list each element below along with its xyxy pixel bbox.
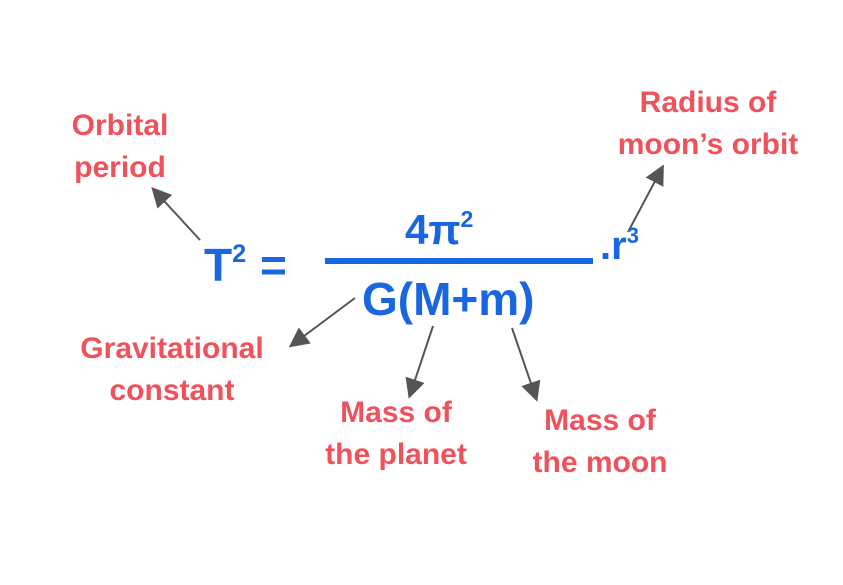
label-line: constant [109,374,235,407]
label-line: period [74,151,166,184]
arrow-grav-constant [288,297,356,348]
fraction-bar [325,258,593,264]
exponent: 3 [626,222,639,248]
label-orbital-period: Orbital period [72,105,169,189]
label-radius: Radius of moon’s orbit [618,82,799,166]
label-line: Mass of [544,404,656,437]
numerator: 4π2 [405,206,473,254]
label-line: Orbital [71,109,169,142]
numerator-base: 4π [405,206,461,253]
lhs: T2 [204,238,246,292]
exponent: 2 [460,205,474,232]
exponent: 2 [232,240,247,269]
label-mass-moon: Mass of the moon [533,400,668,484]
label-line: Mass of [340,396,452,429]
radius-symbol: .r [600,224,627,268]
label-line: the moon [532,446,668,479]
label-line: Radius of [639,86,777,119]
arrow-mass-planet [405,325,434,399]
label-line: the planet [325,438,467,471]
label-line: moon’s orbit [617,128,799,161]
denominator: G(M+m) [362,273,535,325]
period-symbol: T [204,239,233,291]
equals-sign: = [260,239,287,291]
arrow-orbital-period [151,187,201,241]
label-grav-constant: Gravitational constant [80,328,263,412]
label-mass-planet: Mass of the planet [325,392,467,476]
multiplier: .r3 [600,222,639,269]
arrow-radius [627,164,664,233]
arrow-mass-moon [511,327,541,402]
label-line: Gravitational [80,332,264,365]
